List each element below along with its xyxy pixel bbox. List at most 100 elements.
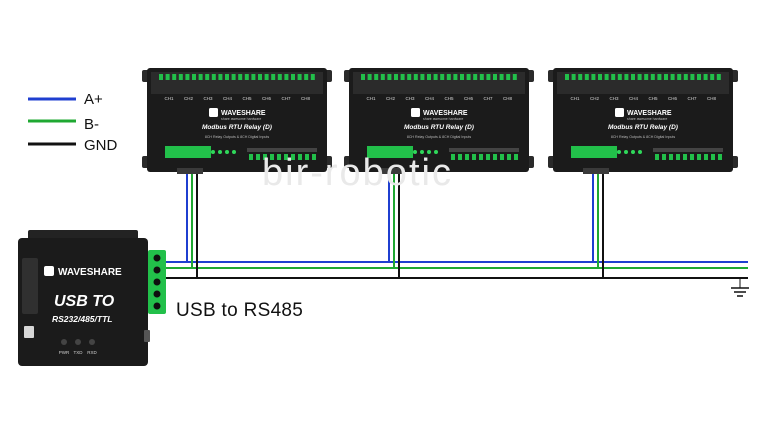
status-led bbox=[413, 150, 417, 154]
status-led bbox=[211, 150, 215, 154]
legend-label-a-plus: A+ bbox=[84, 91, 103, 108]
waveshare-logo-icon bbox=[44, 266, 54, 276]
channel-label: CH8 bbox=[503, 96, 512, 101]
led-label: RXD bbox=[87, 350, 97, 355]
status-led bbox=[420, 150, 424, 154]
subtitle-label: 8CH Relay Outputs & 8CH Digital Inputs bbox=[205, 135, 270, 139]
led-indicator bbox=[61, 339, 67, 345]
di-pin bbox=[655, 154, 659, 160]
terminal-pin bbox=[644, 74, 649, 80]
waveshare-logo-icon bbox=[209, 108, 218, 117]
status-led bbox=[232, 150, 236, 154]
terminal-pin bbox=[631, 74, 635, 80]
terminal-screw bbox=[153, 290, 161, 298]
bottom-connector bbox=[177, 168, 203, 174]
terminal-pin bbox=[198, 74, 203, 80]
tagline-label: share awesome hardware bbox=[423, 117, 463, 121]
channel-label: CH3 bbox=[405, 96, 414, 101]
terminal-pin bbox=[394, 74, 398, 80]
terminal-pin bbox=[387, 74, 392, 80]
terminal-pin bbox=[604, 74, 609, 80]
terminal-pin bbox=[185, 74, 190, 80]
terminal-pin bbox=[571, 74, 576, 80]
converter-top bbox=[28, 230, 138, 240]
terminal-pin bbox=[565, 74, 569, 80]
brand-label: WAVESHARE bbox=[423, 110, 468, 117]
di-pin bbox=[493, 154, 497, 160]
di-pin bbox=[291, 154, 295, 160]
terminal-pin bbox=[218, 74, 223, 80]
terminal-pin bbox=[238, 74, 243, 80]
channel-label: CH6 bbox=[668, 96, 677, 101]
led-indicator bbox=[75, 339, 81, 345]
terminal-pin bbox=[664, 74, 668, 80]
di-pin bbox=[486, 154, 490, 160]
led-label: PWR bbox=[59, 350, 70, 355]
di-header bbox=[449, 148, 519, 152]
status-led bbox=[427, 150, 431, 154]
terminal-pin bbox=[650, 74, 655, 80]
terminal-pin bbox=[192, 74, 196, 80]
bottom-connector bbox=[379, 168, 405, 174]
terminal-pin bbox=[499, 74, 504, 80]
di-pin bbox=[683, 154, 687, 160]
terminal-pin bbox=[427, 74, 431, 80]
terminal-pin bbox=[617, 74, 622, 80]
converter-subtitle: RS232/485/TTL bbox=[52, 314, 112, 324]
terminal-pin bbox=[225, 74, 229, 80]
terminal-pin bbox=[697, 74, 701, 80]
terminal-pin bbox=[251, 74, 256, 80]
status-led bbox=[218, 150, 222, 154]
subtitle-label: 8CH Relay Outputs & 8CH Digital Inputs bbox=[407, 135, 472, 139]
channel-label: CH7 bbox=[281, 96, 290, 101]
terminal-screw bbox=[153, 278, 161, 286]
di-header bbox=[247, 148, 317, 152]
di-pin bbox=[514, 154, 518, 160]
channel-label: CH3 bbox=[609, 96, 618, 101]
di-pin bbox=[298, 154, 302, 160]
di-pin bbox=[458, 154, 462, 160]
terminal-screw bbox=[153, 254, 161, 262]
led-indicator bbox=[89, 339, 95, 345]
channel-label: CH2 bbox=[386, 96, 395, 101]
legend-label-gnd: GND bbox=[84, 137, 118, 154]
terminal-pin bbox=[637, 74, 642, 80]
terminal-pin bbox=[367, 74, 372, 80]
channel-label: CH1 bbox=[570, 96, 579, 101]
channel-label: CH7 bbox=[483, 96, 492, 101]
terminal-pin bbox=[506, 74, 511, 80]
terminal-pin bbox=[420, 74, 425, 80]
di-pin bbox=[312, 154, 316, 160]
di-pin bbox=[507, 154, 511, 160]
di-pin bbox=[704, 154, 708, 160]
channel-label: CH4 bbox=[223, 96, 232, 101]
terminal-pin bbox=[512, 74, 517, 80]
di-pin bbox=[256, 154, 260, 160]
terminal-pin bbox=[304, 74, 309, 80]
waveshare-logo-icon bbox=[411, 108, 420, 117]
terminal-pin bbox=[277, 74, 282, 80]
terminal-pin bbox=[205, 74, 210, 80]
terminal-screw bbox=[153, 266, 161, 274]
terminal-pin bbox=[258, 74, 262, 80]
di-pin bbox=[284, 154, 288, 160]
tagline-label: share awesome hardware bbox=[627, 117, 667, 121]
legend-label-b-minus: B- bbox=[84, 116, 99, 133]
channel-label: CH5 bbox=[444, 96, 453, 101]
terminal-pin bbox=[657, 74, 662, 80]
status-led bbox=[225, 150, 229, 154]
di-pin bbox=[305, 154, 309, 160]
terminal-pin bbox=[159, 74, 163, 80]
di-pin bbox=[676, 154, 680, 160]
di-pin bbox=[718, 154, 722, 160]
di-pin bbox=[472, 154, 476, 160]
di-pin bbox=[465, 154, 469, 160]
channel-label: CH4 bbox=[629, 96, 638, 101]
channel-label: CH6 bbox=[464, 96, 473, 101]
terminal-pin bbox=[710, 74, 715, 80]
channel-label: CH4 bbox=[425, 96, 434, 101]
channel-label: CH5 bbox=[648, 96, 657, 101]
